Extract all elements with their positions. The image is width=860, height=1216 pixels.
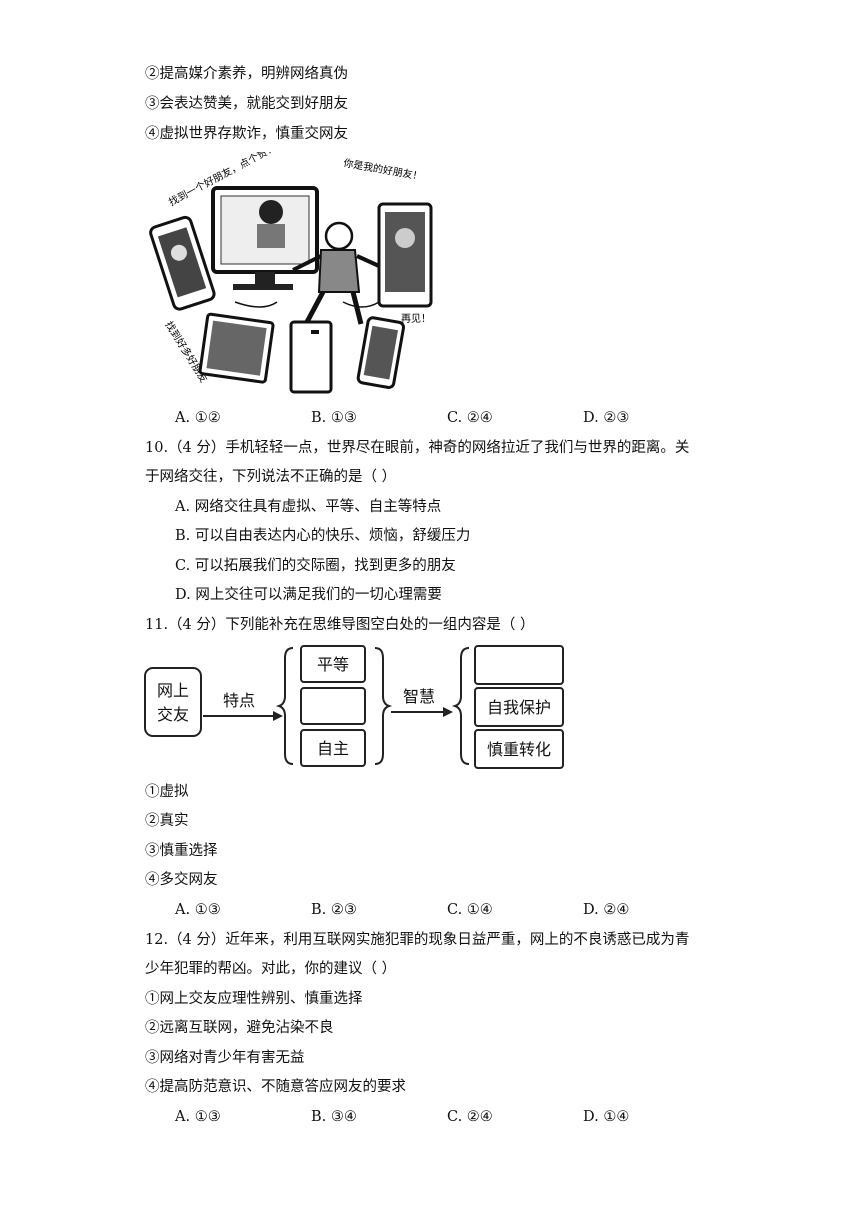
mindmap-root-line1: 网上: [157, 681, 189, 700]
q12-option-c[interactable]: C. ②④: [447, 1109, 493, 1125]
q12-item-4: ④提高防范意识、不随意答应网友的要求: [145, 1079, 406, 1095]
mindmap-right-box-1: [474, 645, 564, 685]
q9-item-4: ④虚拟世界存欺诈，慎重交网友: [145, 126, 348, 142]
mindmap-arrow1-label: 特点: [223, 691, 255, 710]
q12-options: A. ①③ B. ③④ C. ②④ D. ①④: [175, 1107, 715, 1127]
q9-option-c[interactable]: C. ②④: [447, 410, 493, 426]
q12-item-1: ①网上交友应理性辨别、慎重选择: [145, 991, 363, 1007]
q11-options: A. ①③ B. ②③ C. ①④ D. ②④: [175, 900, 715, 920]
mindmap-arrow2-label: 智慧: [403, 687, 435, 706]
mindmap-left-brace-1: [275, 647, 294, 765]
q10-choice-b[interactable]: B. 可以自由表达内心的快乐、烦恼，舒缓压力: [175, 528, 471, 544]
q12-option-a[interactable]: A. ①③: [175, 1109, 221, 1125]
q9-item-2: ②提高媒介素养，明辨网络真伪: [145, 66, 348, 82]
mindmap-right-box-2: [474, 687, 564, 727]
mindmap-right-3: 慎重转化: [487, 740, 551, 759]
q9-option-a[interactable]: A. ①②: [175, 410, 221, 426]
q12-stem-line2: 少年犯罪的帮凶。对此，你的建议（ ）: [145, 961, 397, 977]
q11-item-4: ④多交网友: [145, 872, 218, 888]
mindmap-root-line2: 交友: [157, 705, 189, 724]
q12-item-3: ③网络对青少年有害无益: [145, 1050, 305, 1066]
q12-option-d[interactable]: D. ①④: [583, 1109, 630, 1125]
q10-stem-line1: 10.（4 分）手机轻轻一点，世界尽在眼前，神奇的网络拉近了我们与世界的距离。关: [145, 440, 690, 456]
q11-item-1: ①虚拟: [145, 784, 189, 800]
q9-options: A. ①② B. ①③ C. ②④ D. ②③: [175, 408, 715, 428]
q11-option-c[interactable]: C. ①④: [447, 902, 493, 918]
q9-option-b[interactable]: B. ①③: [311, 410, 357, 426]
q11-option-d[interactable]: D. ②④: [583, 902, 630, 918]
mindmap-mid-3: 自主: [317, 739, 349, 758]
q11-option-a[interactable]: A. ①③: [175, 902, 221, 918]
q10-stem-line2: 于网络交往，下列说法不正确的是（ ）: [145, 469, 397, 485]
q12-option-b[interactable]: B. ③④: [311, 1109, 357, 1125]
cartoon-text-4: 再见！: [401, 313, 431, 325]
mindmap-right-brace-1: [374, 647, 393, 765]
mindmap-mid-1: 平等: [317, 655, 349, 674]
q9-item-3: ③会表达赞美，就能交到好朋友: [145, 96, 348, 112]
mindmap-right-2: 自我保护: [487, 698, 551, 717]
mind-map-diagram: 网上 交友 特点 平等 自主 智慧 自我保护 慎重转化: [144, 645, 564, 769]
mindmap-right-box-3: [474, 729, 564, 769]
mindmap-left-brace-2: [451, 647, 470, 765]
q10-choice-c[interactable]: C. 可以拓展我们的交际圈，找到更多的朋友: [175, 558, 456, 574]
mindmap-mid-box-3: [300, 729, 366, 767]
q11-item-3: ③慎重选择: [145, 843, 218, 859]
q12-stem-line1: 12.（4 分）近年来，利用互联网实施犯罪的现象日益严重，网上的不良诱惑已成为青: [145, 932, 690, 948]
q11-option-b[interactable]: B. ②③: [311, 902, 357, 918]
q10-choice-d[interactable]: D. 网上交往可以满足我们的一切心理需要: [175, 587, 442, 603]
mindmap-mid-box-1: [300, 645, 366, 683]
online-friends-cartoon: 找到一个好朋友，点个赞！打点赏！ 你是我的好朋友！ 找到好多好朋友 再见！: [143, 152, 443, 400]
mindmap-root-box: [144, 667, 202, 737]
q11-item-2: ②真实: [145, 813, 189, 829]
mindmap-mid-box-2: [300, 687, 366, 725]
q12-item-2: ②远离互联网，避免沾染不良: [145, 1020, 334, 1036]
q10-choice-a[interactable]: A. 网络交往具有虚拟、平等、自主等特点: [175, 499, 442, 515]
q9-option-d[interactable]: D. ②③: [583, 410, 630, 426]
q11-stem: 11.（4 分）下列能补充在思维导图空白处的一组内容是（ ）: [145, 617, 535, 633]
